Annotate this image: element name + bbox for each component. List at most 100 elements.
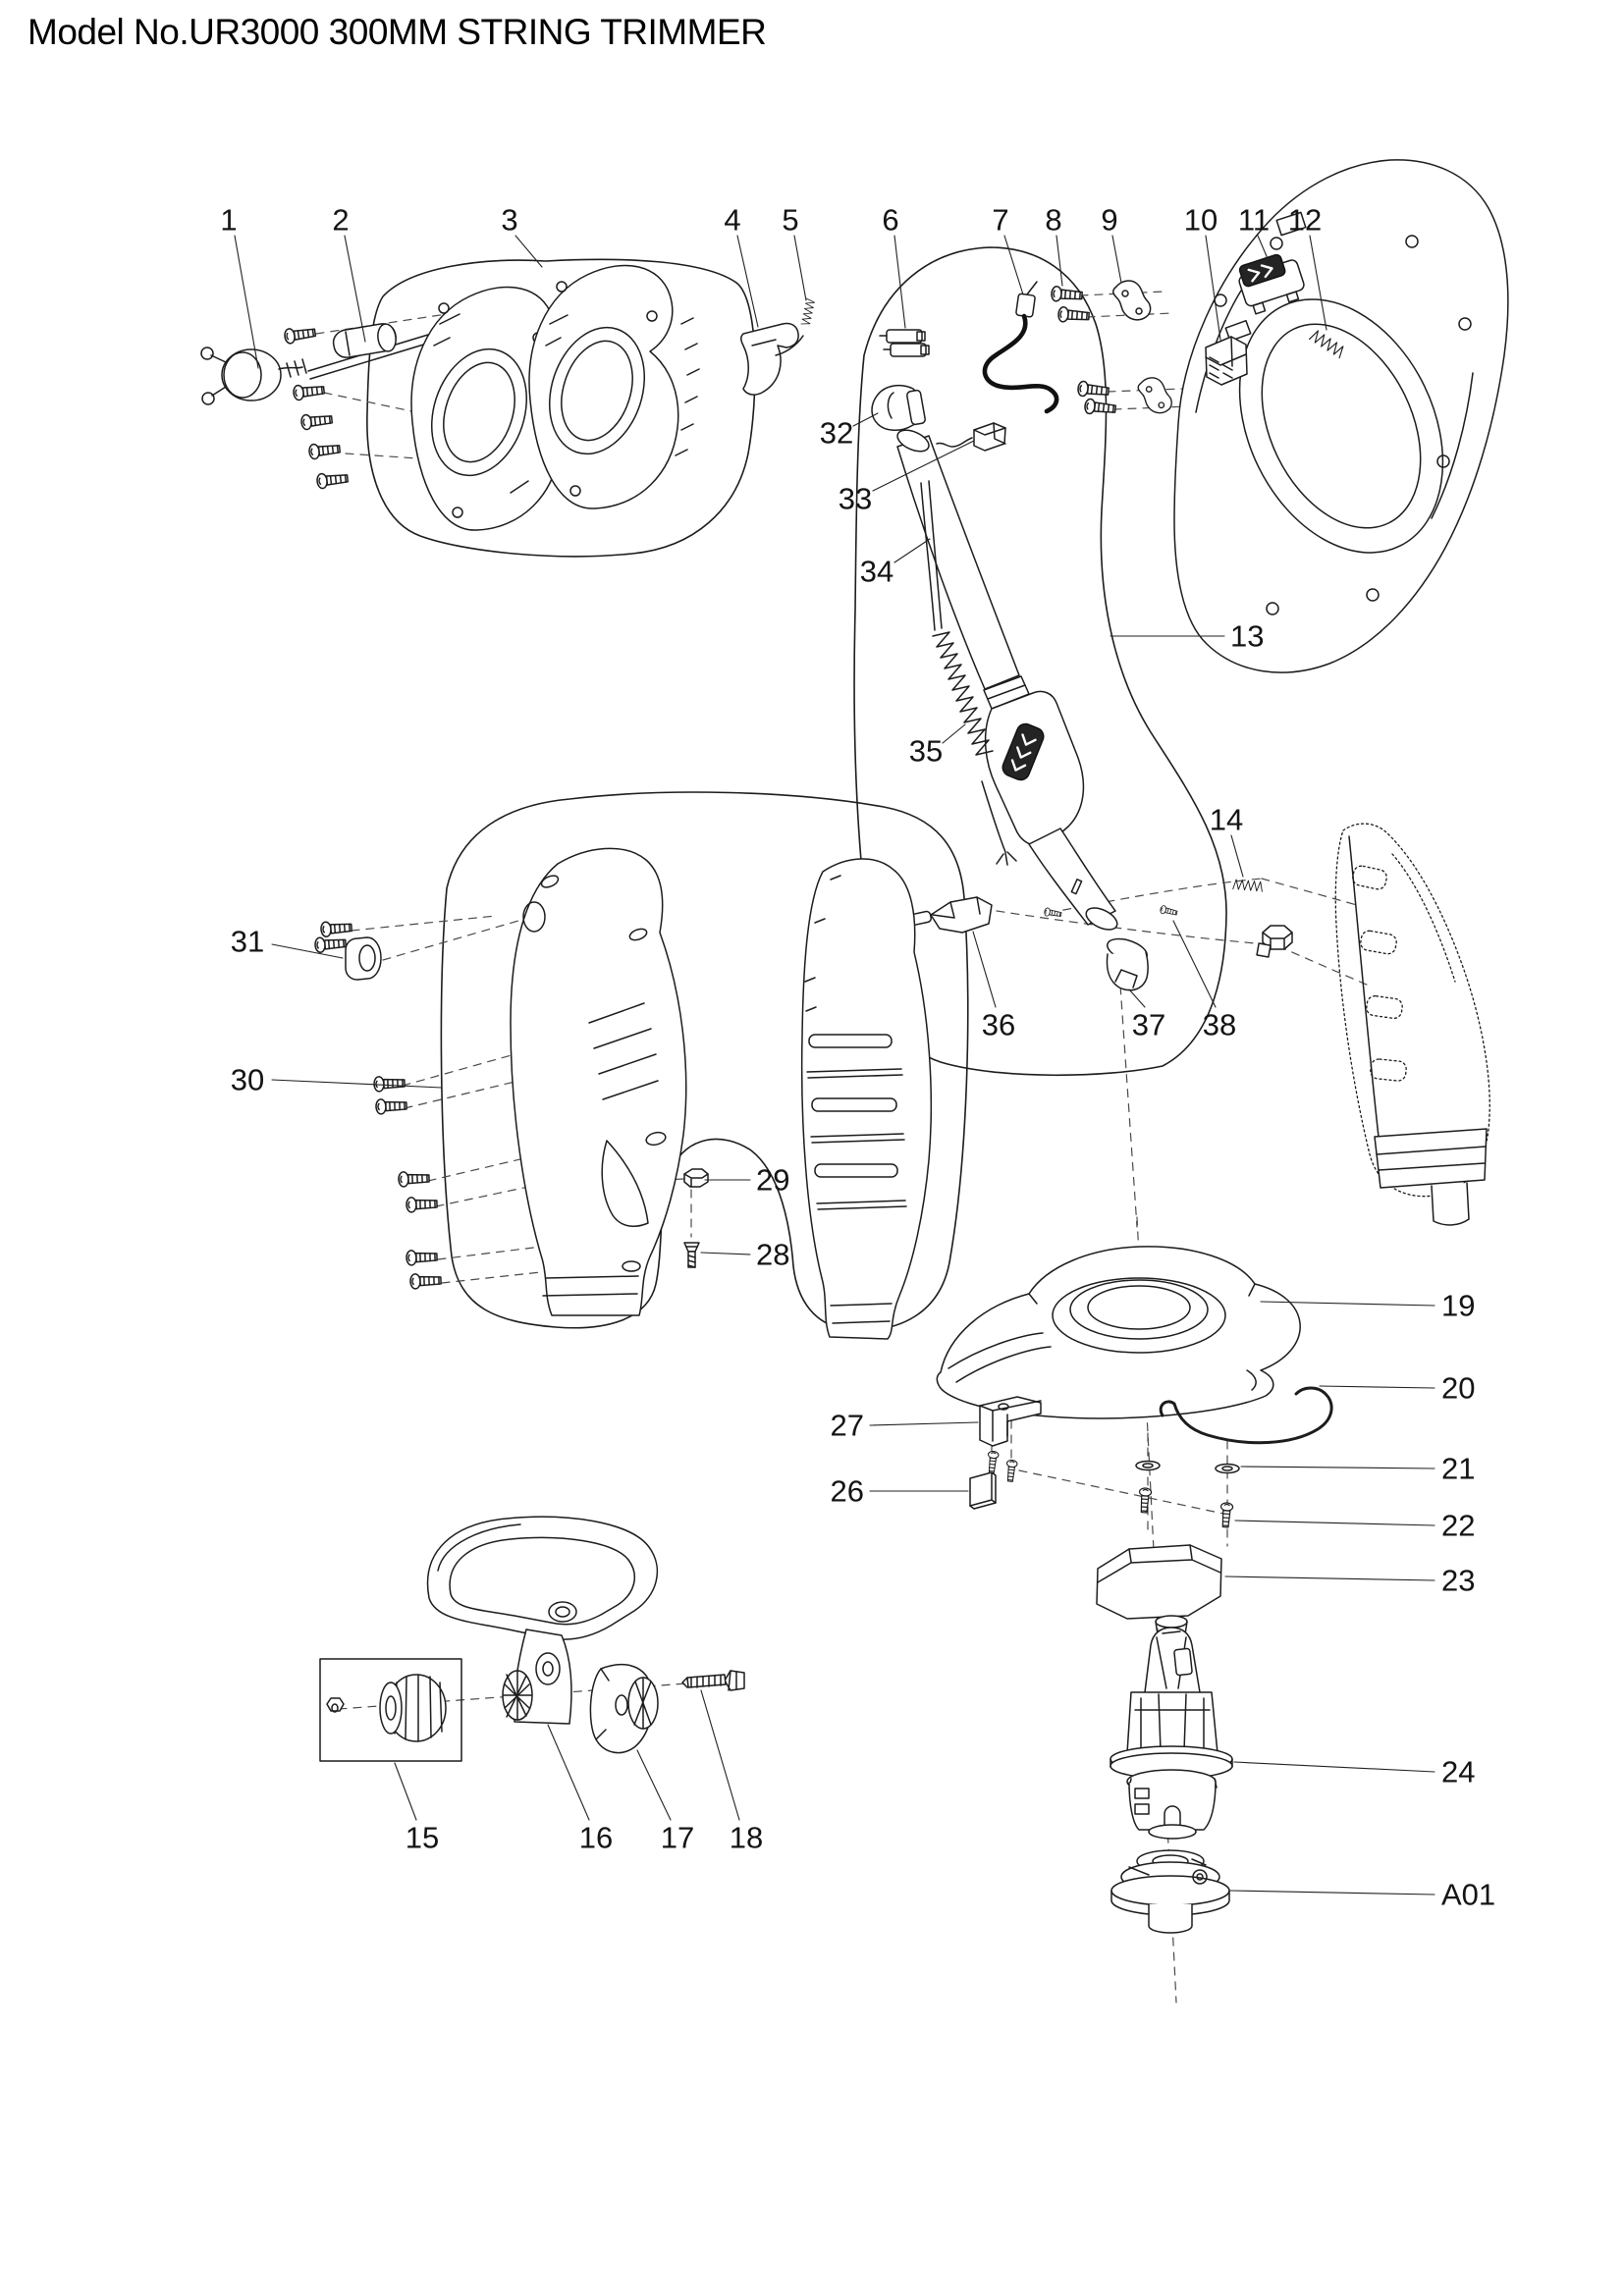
screw [372,1075,406,1093]
part-label-14: 14 [1210,803,1243,837]
part-motor-housing-rear [1334,823,1490,1226]
screw [292,382,326,401]
part-label-35: 35 [909,734,943,769]
leader-line-3 [514,235,543,268]
leader-line-7 [1003,235,1024,295]
screw [1159,904,1178,918]
leader-line-4 [736,235,759,328]
group-motor-housing [313,847,933,1340]
leader-line-20 [1319,1385,1435,1389]
part-handle-clamp [589,1664,659,1754]
leader-line-22 [1234,1520,1435,1526]
screw [405,1249,439,1266]
part-hex-nut [1256,925,1293,958]
part-label-27: 27 [831,1409,864,1443]
leader-line-32 [852,412,879,427]
group-boundaries [366,246,1227,1331]
part-knob [379,1674,447,1742]
group-handle-housing-rear [1173,159,1509,673]
leader-line-21 [1240,1466,1435,1469]
part-label-5: 5 [782,203,798,238]
leader-line-33 [872,440,975,492]
part-shaft-collar [1106,937,1149,991]
leader-line-37 [1128,988,1146,1008]
group-loop-handle [319,1516,745,1762]
part-bolt [681,1670,745,1691]
part-label-3: 3 [501,203,517,238]
leader-line-9 [1111,235,1122,284]
leader-line-27 [869,1421,979,1426]
part-label-A01: A01 [1441,1878,1495,1912]
leader-line-16 [547,1724,590,1821]
group-guard-deck [936,1246,1333,1620]
part-flat-head-screw [683,1242,700,1268]
part-label-11: 11 [1238,203,1270,238]
part-wire-guard [1159,1386,1333,1445]
part-shaft [896,429,1118,931]
group-power-cord [200,323,431,405]
spring [800,297,816,327]
part-grommet [345,936,382,981]
part-shaft-holder [871,384,926,431]
part-label-20: 20 [1441,1371,1475,1406]
part-guard-deck [936,1246,1301,1419]
leader-line-30 [271,1079,443,1089]
part-label-6: 6 [882,203,898,238]
part-lock-lever [908,896,993,934]
part-label-4: 4 [724,203,740,238]
part-label-37: 37 [1132,1008,1165,1042]
part-label-13: 13 [1230,619,1264,654]
part-cord-clamp [1111,280,1152,321]
part-label-23: 23 [1441,1564,1475,1598]
part-label-22: 22 [1441,1509,1475,1543]
part-label-32: 32 [820,416,853,451]
group-motor [1110,1615,1233,1934]
leader-line-31 [271,943,344,959]
part-switch-block [879,329,930,357]
part-label-2: 2 [332,203,349,238]
leader-line-12 [1309,235,1327,331]
part-spool-head [1110,1849,1230,1934]
part-label-19: 19 [1441,1289,1475,1323]
leader-line-8 [1056,235,1063,287]
part-label-29: 29 [756,1163,789,1198]
part-label-10: 10 [1184,203,1218,238]
part-motor-housing-left [510,847,687,1316]
part-bracket [979,1396,1042,1447]
leader-line-6 [893,235,906,329]
leader-line-17 [636,1749,672,1821]
leader-line-23 [1224,1575,1435,1581]
leader-line-10 [1205,235,1221,341]
part-label-31: 31 [231,925,264,959]
part-label-8: 8 [1045,203,1061,238]
part-label-17: 17 [661,1821,694,1855]
part-label-28: 28 [756,1238,789,1272]
group-trigger [740,281,1059,414]
part-label-26: 26 [831,1474,864,1509]
part-label-33: 33 [839,482,872,516]
part-throttle-cable [920,480,1017,866]
part-label-24: 24 [1441,1755,1475,1789]
screw [315,470,350,490]
screw [283,324,317,346]
screw [986,1450,1000,1474]
part-label-12: 12 [1288,203,1322,238]
part-label-18: 18 [730,1821,763,1855]
part-handle-housing-half-b [528,264,700,509]
part-label-15: 15 [406,1821,439,1855]
leader-line-A01 [1229,1890,1435,1896]
group-shaft-assembly [871,384,1293,991]
part-cable [982,281,1059,414]
screw [1076,380,1110,400]
part-label-1: 1 [220,203,237,238]
screw [1218,1502,1234,1528]
group-cord-clamps [1050,280,1172,417]
leader-line-24 [1233,1761,1435,1773]
leader-line-11 [1257,235,1271,264]
part-label-9: 9 [1101,203,1117,238]
screw [313,934,348,954]
screw [307,441,342,460]
screw [1004,1459,1018,1483]
leader-line-18 [700,1689,740,1821]
